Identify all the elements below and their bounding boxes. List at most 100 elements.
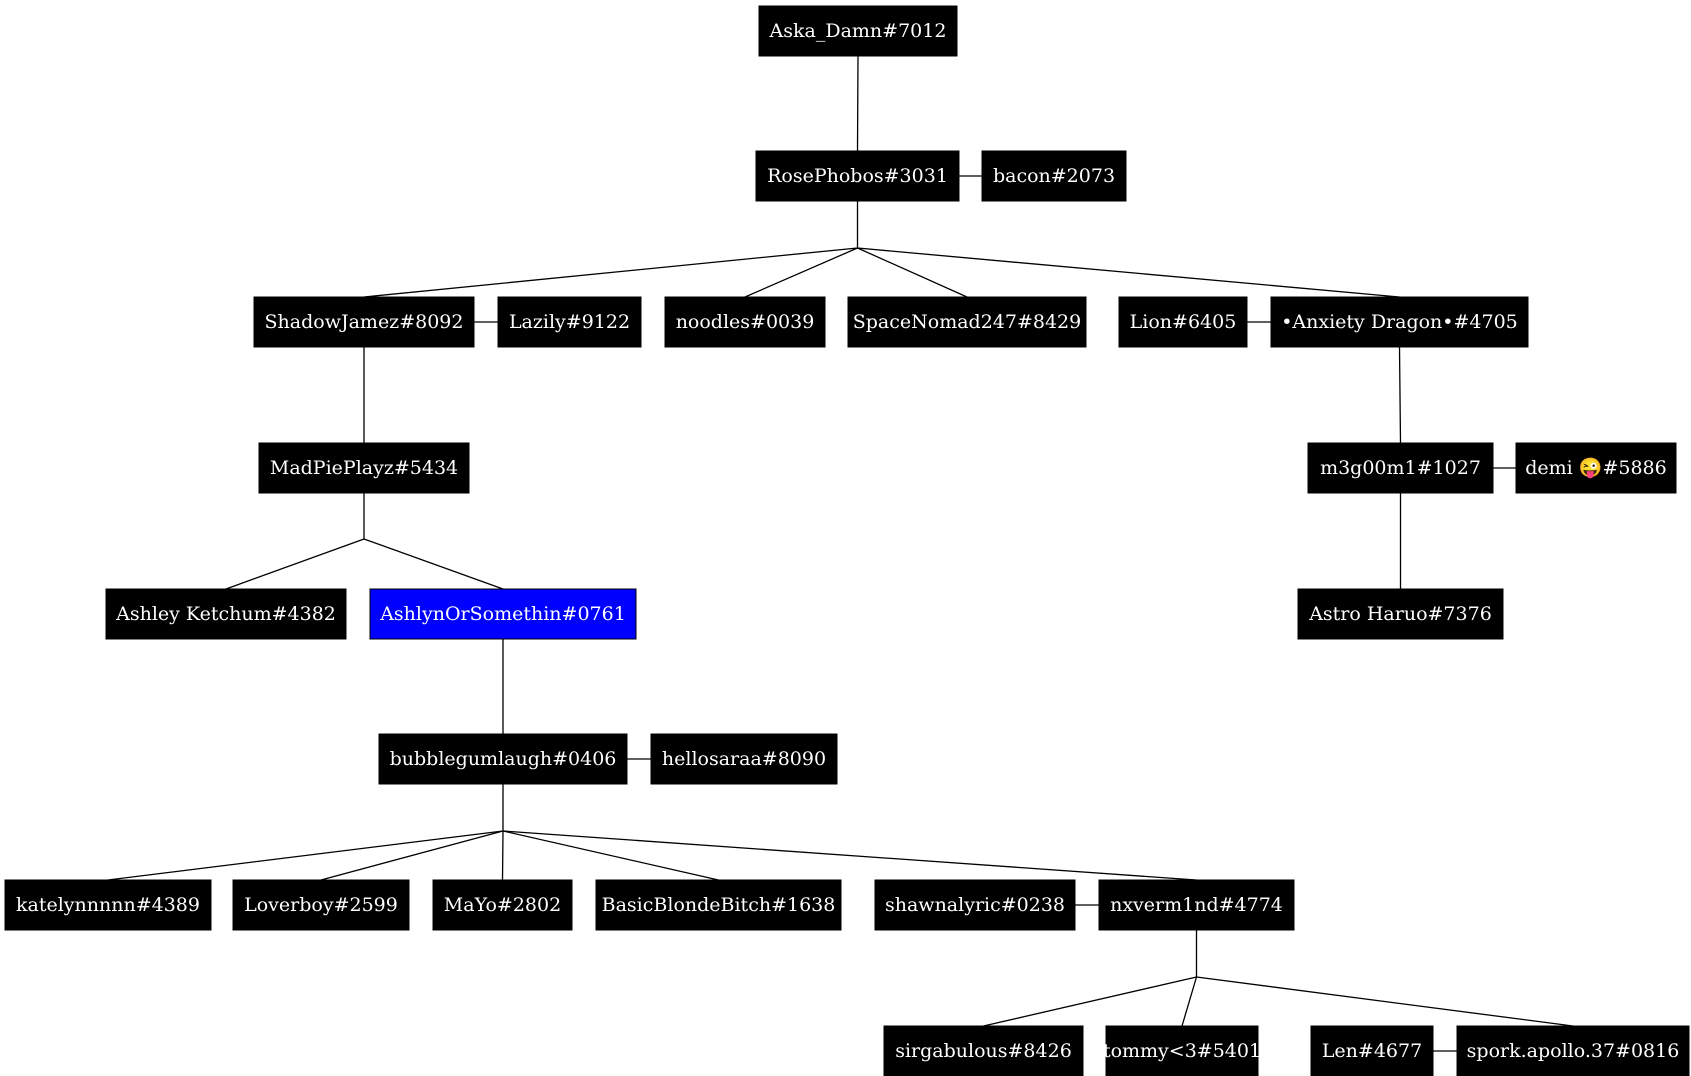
parent-child-edge (1398, 346, 1402, 444)
person-node-box (1297, 588, 1504, 640)
person-node-box (1118, 296, 1248, 348)
child-branch-edge (502, 830, 1197, 881)
person-node-hellosaraa: hellosaraa#8090 (650, 733, 838, 785)
person-node-spork: spork.apollo.37#0816 (1456, 1025, 1690, 1076)
person-node-demi: demi 😜#5886 (1515, 442, 1677, 494)
child-branch-edge (501, 830, 504, 881)
person-node-box (378, 733, 628, 785)
person-node-label: ShadowJamez#8092 (265, 311, 464, 333)
person-node-label: Lion#6405 (1130, 311, 1237, 333)
person-node-ashlyn: AshlynOrSomethin#0761 (369, 588, 637, 640)
person-node-label: Ashley Ketchum#4382 (115, 603, 336, 625)
child-branch-edge (320, 830, 504, 881)
person-node-label: shawnalyric#0238 (885, 894, 1065, 916)
person-node-label: AshlynOrSomethin#0761 (379, 603, 626, 625)
person-node-tommy: tommy<3#5401 (1103, 1025, 1261, 1076)
person-node-label: Loverboy#2599 (244, 894, 398, 916)
person-node-box (1515, 442, 1677, 494)
person-node-mayo: MaYo#2802 (432, 879, 573, 931)
person-node-label: m3g00m1#1027 (1320, 457, 1481, 479)
edge-layer (107, 55, 1574, 1052)
child-branch-edge (363, 247, 858, 298)
person-node-anxiety: •Anxiety Dragon•#4705 (1270, 296, 1529, 348)
person-node-label: BasicBlondeBitch#1638 (602, 894, 836, 916)
person-node-box (232, 879, 410, 931)
person-node-box (874, 879, 1076, 931)
person-node-box (755, 150, 960, 202)
person-node-label: nxverm1nd#4774 (1110, 894, 1283, 916)
parent-child-edge (856, 55, 859, 152)
person-node-label: MaYo#2802 (444, 894, 561, 916)
person-node-box (1310, 1025, 1434, 1076)
child-branch-edge (744, 247, 858, 298)
person-node-box (105, 588, 347, 640)
child-branch-edge (502, 830, 719, 881)
child-branch-edge (857, 247, 1400, 298)
person-node-label: Lazily#9122 (509, 311, 630, 333)
person-node-space: SpaceNomad247#8429 (847, 296, 1087, 348)
person-node-box (1456, 1025, 1690, 1076)
person-node-box (4, 879, 212, 931)
person-node-box (981, 150, 1127, 202)
person-node-shadow: ShadowJamez#8092 (253, 296, 475, 348)
person-node-box (432, 879, 573, 931)
person-node-box (664, 296, 826, 348)
person-node-box (497, 296, 642, 348)
person-node-label: tommy<3#5401 (1103, 1040, 1261, 1062)
child-branch-edge (857, 247, 968, 298)
person-node-box (369, 588, 637, 640)
person-node-label: sirgabulous#8426 (895, 1040, 1072, 1062)
person-node-box (253, 296, 475, 348)
person-node-box (1105, 1025, 1259, 1076)
person-node-box (883, 1025, 1084, 1076)
person-node-shawna: shawnalyric#0238 (874, 879, 1076, 931)
person-node-label: spork.apollo.37#0816 (1467, 1040, 1680, 1062)
child-branch-edge (1181, 976, 1198, 1027)
person-node-box (258, 442, 470, 494)
person-node-katelyn: katelynnnnn#4389 (4, 879, 212, 931)
person-node-box (1270, 296, 1529, 348)
person-node-loverboy: Loverboy#2599 (232, 879, 410, 931)
person-node-label: noodles#0039 (676, 311, 815, 333)
person-node-basic: BasicBlondeBitch#1638 (595, 879, 842, 931)
person-node-aska: Aska_Damn#7012 (758, 5, 958, 57)
person-node-label: Len#4677 (1322, 1040, 1422, 1062)
child-branch-edge (983, 976, 1197, 1027)
child-branch-edge (225, 538, 365, 590)
child-branch-edge (107, 830, 504, 881)
person-node-rose: RosePhobos#3031 (755, 150, 960, 202)
child-branch-edge (1196, 976, 1574, 1027)
person-node-label: RosePhobos#3031 (767, 165, 948, 187)
person-node-label: bubblegumlaugh#0406 (390, 748, 617, 770)
person-node-label: bacon#2073 (993, 165, 1115, 187)
person-node-label: •Anxiety Dragon•#4705 (1281, 311, 1518, 333)
person-node-label: katelynnnnn#4389 (16, 894, 200, 916)
person-node-label: Astro Haruo#7376 (1308, 603, 1492, 625)
person-node-box (758, 5, 958, 57)
person-node-lion: Lion#6405 (1118, 296, 1248, 348)
person-node-astro: Astro Haruo#7376 (1297, 588, 1504, 640)
person-node-noodles: noodles#0039 (664, 296, 826, 348)
person-node-label: hellosaraa#8090 (662, 748, 826, 770)
person-node-bacon: bacon#2073 (981, 150, 1127, 202)
person-node-box (650, 733, 838, 785)
person-node-ashley: Ashley Ketchum#4382 (105, 588, 347, 640)
person-node-box (595, 879, 842, 931)
person-node-nxverm: nxverm1nd#4774 (1098, 879, 1295, 931)
person-node-box (1098, 879, 1295, 931)
person-node-label: MadPiePlayz#5434 (270, 457, 458, 479)
person-node-box (847, 296, 1087, 348)
person-node-box (1307, 442, 1494, 494)
person-node-madpie: MadPiePlayz#5434 (258, 442, 470, 494)
person-node-label: SpaceNomad247#8429 (853, 311, 1082, 333)
person-node-label: demi 😜#5886 (1525, 457, 1666, 479)
person-node-lazily: Lazily#9122 (497, 296, 642, 348)
person-node-m3g: m3g00m1#1027 (1307, 442, 1494, 494)
person-node-sirga: sirgabulous#8426 (883, 1025, 1084, 1076)
child-branch-edge (363, 538, 504, 590)
person-node-label: Aska_Damn#7012 (769, 20, 947, 42)
person-node-bubble: bubblegumlaugh#0406 (378, 733, 628, 785)
person-node-len: Len#4677 (1310, 1025, 1434, 1076)
